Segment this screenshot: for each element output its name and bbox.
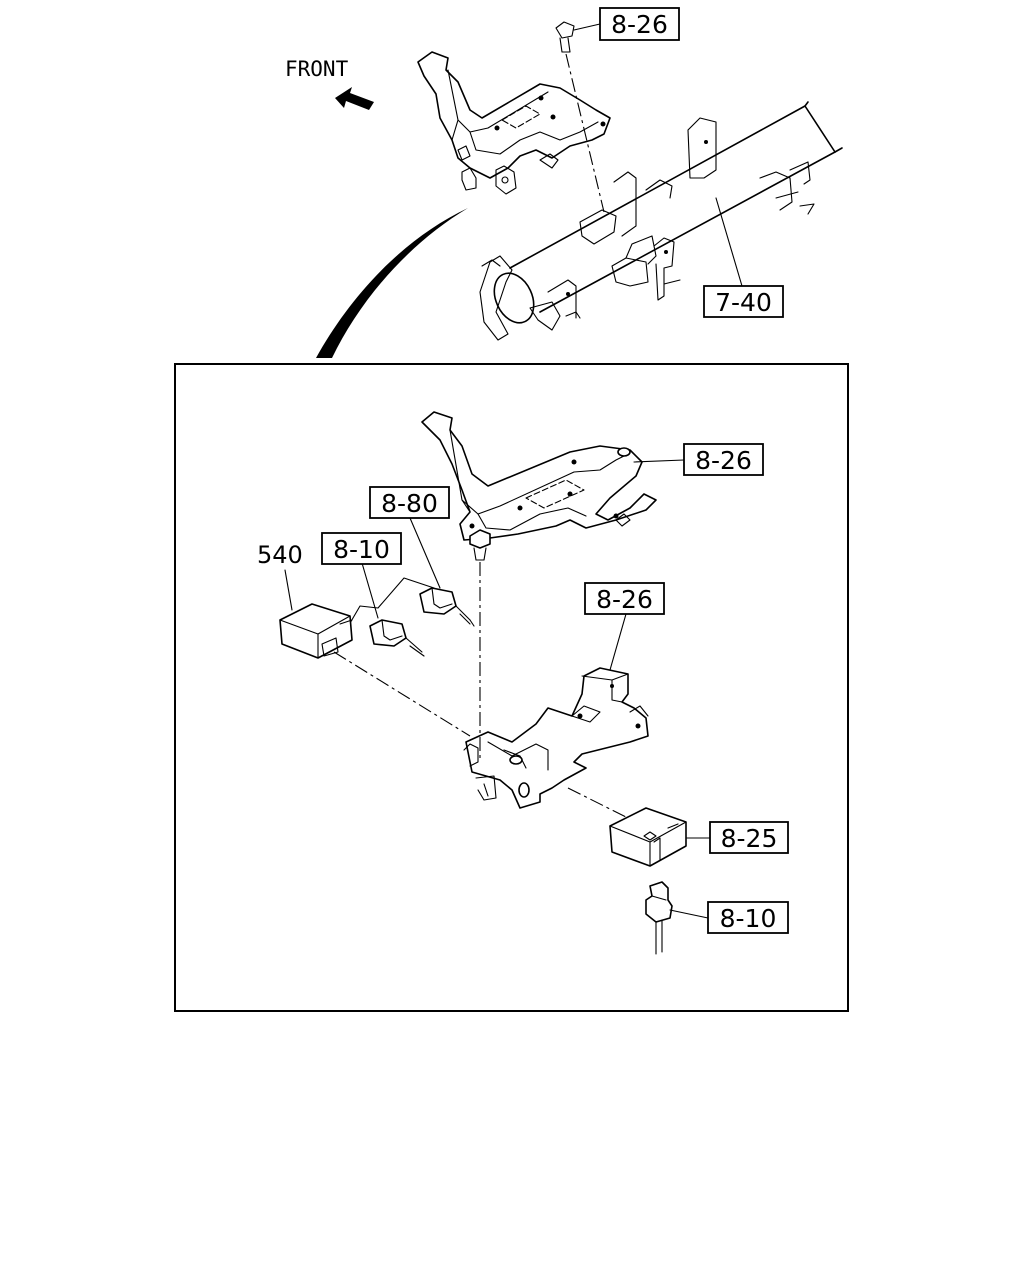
relay-825	[609, 807, 687, 867]
connector-a	[419, 587, 475, 627]
connector-b	[369, 619, 425, 657]
callout-top-bolt: 8-26	[573, 7, 680, 41]
svg-text:8-80: 8-80	[381, 489, 438, 518]
relay-825-mount-line	[567, 787, 629, 819]
svg-text:540: 540	[257, 541, 303, 569]
callout-connector-b: 8-10	[321, 532, 402, 619]
wire-harness	[345, 577, 435, 631]
relay-540-mount-line	[333, 651, 471, 737]
relay-540	[279, 603, 353, 659]
callout-relay-825: 8-25	[685, 821, 789, 854]
callout-upper-bracket: 8-26	[633, 443, 764, 476]
svg-text:8-26: 8-26	[695, 446, 752, 475]
callout-lower-bracket: 8-26	[584, 582, 665, 671]
detail-zoom-arrow	[316, 208, 468, 358]
cross-beam	[479, 101, 843, 341]
top-bracket-overview	[417, 51, 611, 195]
callout-connector-a: 8-80	[369, 486, 450, 589]
svg-text:8-10: 8-10	[720, 904, 777, 933]
callout-connector-c: 8-10	[669, 901, 789, 934]
callout-relay-540: 540	[257, 541, 303, 611]
detail-frame	[174, 363, 849, 1012]
callout-cross-beam: 7-40	[703, 197, 784, 318]
screw	[469, 529, 491, 760]
front-label: FRONT	[285, 57, 349, 81]
top-bolt	[555, 21, 605, 213]
svg-text:8-10: 8-10	[333, 535, 390, 564]
svg-text:7-40: 7-40	[715, 288, 772, 317]
upper-bracket-detail	[421, 411, 657, 541]
connector-c	[645, 881, 673, 955]
lower-bracket-detail	[463, 667, 649, 809]
svg-text:8-26: 8-26	[596, 585, 653, 614]
front-arrow-icon	[335, 87, 374, 110]
svg-text:8-25: 8-25	[721, 824, 778, 853]
front-indicator: FRONT	[285, 57, 374, 110]
svg-text:8-26: 8-26	[611, 10, 668, 39]
